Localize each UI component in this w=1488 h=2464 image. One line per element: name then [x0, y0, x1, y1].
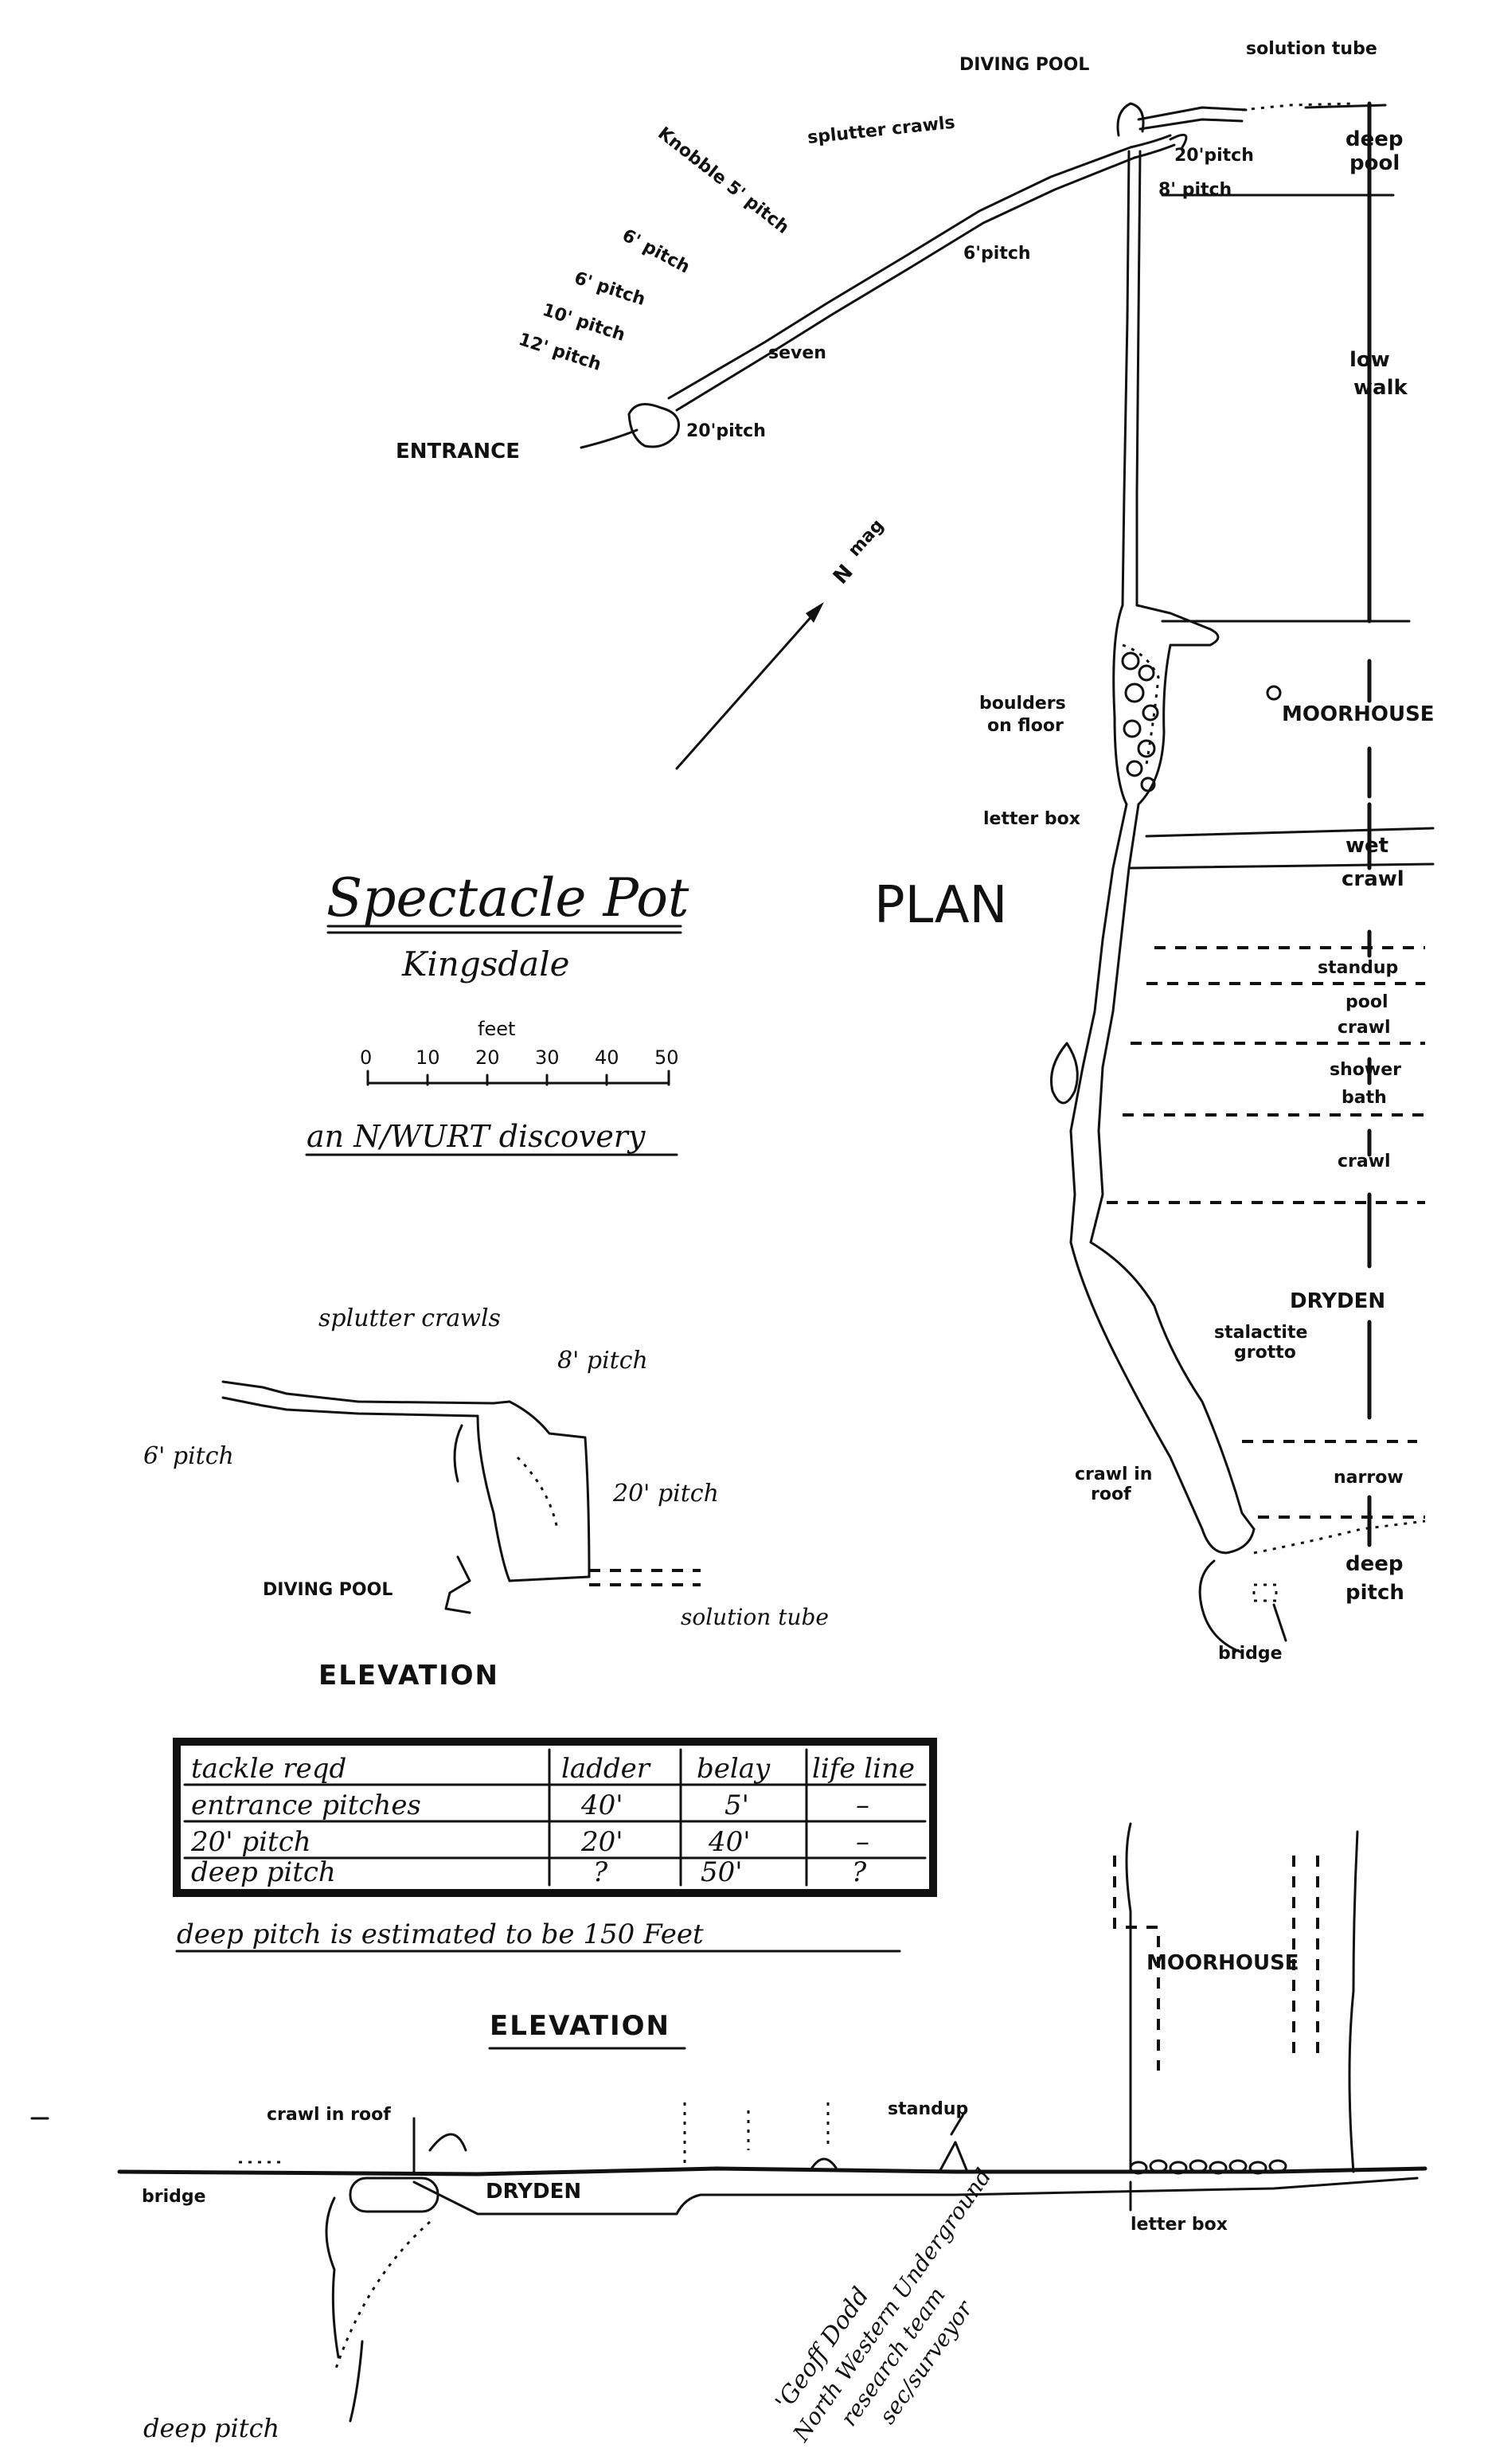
plan-entrance-passage	[580, 134, 1176, 449]
tackle-header-item: tackle reqd	[191, 1753, 346, 1785]
label-seven: seven	[768, 343, 826, 363]
tackle-note: deep pitch is estimated to be 150 Feet	[177, 1918, 704, 1950]
elev1-20-pitch: 20' pitch	[612, 1480, 719, 1508]
label-solution-tube: solution tube	[1246, 39, 1377, 59]
elev2-bridge: bridge	[142, 2187, 206, 2207]
label-bridge: bridge	[1218, 1644, 1283, 1664]
elev2-boulders	[1129, 2159, 1287, 2175]
elevation-lower-heading: ELEVATION	[490, 2010, 670, 2042]
moorhouse-marker-icon	[1266, 685, 1282, 701]
label-roof: roof	[1091, 1484, 1131, 1504]
tackle-row-2-item: 20' pitch	[190, 1826, 311, 1858]
tackle-row-1-belay: 5'	[724, 1789, 749, 1821]
label-boulders: boulders	[979, 694, 1066, 714]
tackle-row-3-lifeline: ?	[852, 1856, 867, 1888]
elev2-dryden: DRYDEN	[486, 2180, 581, 2204]
label-stalactite: stalactite	[1214, 1323, 1307, 1343]
side-pool-b: pool	[1345, 992, 1388, 1012]
tackle-header-belay: belay	[697, 1753, 771, 1785]
elevation-upper: ELEVATION splutter crawls 8' pitch 6' pi…	[143, 1304, 829, 1692]
label-crawl-in: crawl in	[1075, 1465, 1152, 1484]
plan-diving-pool	[1116, 102, 1354, 149]
elev2-deep-pitch: deep pitch	[143, 2413, 279, 2443]
side-crawl-wet: crawl	[1342, 867, 1404, 891]
plan-heading: PLAN	[874, 876, 1007, 935]
tackle-row-2-lifeline: –	[856, 1826, 869, 1858]
map-title: Spectacle Pot	[326, 867, 689, 929]
label-8-pitch: 8' pitch	[1158, 180, 1232, 200]
tackle-row-1-lifeline: –	[856, 1789, 869, 1821]
label-on-floor: on floor	[987, 716, 1064, 736]
side-low: low	[1349, 348, 1390, 372]
scale-tick-20: 20	[475, 1046, 500, 1069]
elev1-solution-tube: solution tube	[681, 1604, 829, 1630]
plan-boulders	[1121, 651, 1159, 792]
side-crawl-pool: crawl	[1338, 1018, 1391, 1038]
plan-side-rail	[1107, 101, 1435, 1547]
elevation-upper-heading: ELEVATION	[318, 1660, 499, 1692]
label-entrance: ENTRANCE	[396, 440, 520, 463]
north-arrow-icon	[675, 602, 824, 770]
side-moorhouse: MOORHOUSE	[1282, 702, 1435, 726]
label-diving-pool: DIVING POOL	[959, 55, 1089, 75]
elev1-diving-pool: DIVING POOL	[263, 1580, 393, 1600]
side-deep: deep	[1345, 127, 1404, 151]
side-crawl: crawl	[1338, 1152, 1391, 1171]
elev1-8-pitch: 8' pitch	[557, 1347, 648, 1375]
side-walk: walk	[1353, 376, 1408, 400]
tackle-row-3-belay: 50'	[701, 1856, 743, 1888]
label-6-pitch-c: 6'pitch	[963, 244, 1031, 264]
elev2-moorhouse: MOORHOUSE	[1146, 1951, 1299, 1975]
plan-main-passage	[1049, 150, 1426, 1654]
tackle-row-2-ladder: 20'	[580, 1826, 623, 1858]
scale-tick-30: 30	[535, 1046, 560, 1069]
tackle-table: tackle reqd ladder belay life line entra…	[173, 1738, 937, 1953]
elev1-6-pitch: 6' pitch	[143, 1442, 234, 1470]
scale-unit: feet	[478, 1018, 515, 1040]
side-pitch: pitch	[1345, 1581, 1404, 1605]
credit-line: an N/WURT discovery	[307, 1119, 646, 1154]
scale-tick-40: 40	[595, 1046, 619, 1069]
scale-tick-0: 0	[360, 1046, 372, 1069]
side-dryden: DRYDEN	[1290, 1289, 1385, 1313]
label-letter-box: letter box	[983, 809, 1080, 829]
tackle-header-lifeline: life line	[812, 1753, 915, 1785]
tackle-row-2-belay: 40'	[708, 1826, 751, 1858]
side-standup: standup	[1318, 958, 1398, 978]
label-20-pitch: 20'pitch	[1174, 146, 1254, 166]
label-entrance-20-pitch: 20'pitch	[686, 421, 766, 441]
scale-tick-10: 10	[416, 1046, 440, 1069]
side-wet: wet	[1345, 834, 1388, 858]
elev2-crawl-in-roof: crawl in roof	[267, 2105, 391, 2125]
side-shower: shower	[1330, 1060, 1401, 1080]
elev1-splutter: splutter crawls	[318, 1304, 501, 1332]
side-deep-b: deep	[1345, 1552, 1404, 1576]
label-grotto: grotto	[1234, 1343, 1296, 1363]
tackle-row-1-item: entrance pitches	[191, 1789, 421, 1821]
tackle-row-1-ladder: 40'	[580, 1789, 623, 1821]
scale-tick-50: 50	[654, 1046, 679, 1069]
scale-bar: feet 0 10 20 30 40 50	[360, 1018, 679, 1086]
elev2-standup: standup	[888, 2099, 968, 2119]
side-bath: bath	[1342, 1088, 1387, 1108]
tackle-row-3-item: deep pitch	[191, 1856, 336, 1888]
title-block: Spectacle Pot Kingsdale PLAN feet 0 10 2…	[305, 867, 1007, 1156]
elev2-letter-box: letter box	[1131, 2215, 1228, 2235]
tackle-row-3-ladder: ?	[593, 1856, 608, 1888]
map-subtitle: Kingsdale	[401, 945, 570, 984]
elevation-lower: ELEVATION	[117, 1822, 1427, 2443]
side-pool: pool	[1349, 151, 1400, 175]
side-narrow: narrow	[1334, 1468, 1404, 1488]
tackle-header-ladder: ladder	[561, 1753, 651, 1785]
